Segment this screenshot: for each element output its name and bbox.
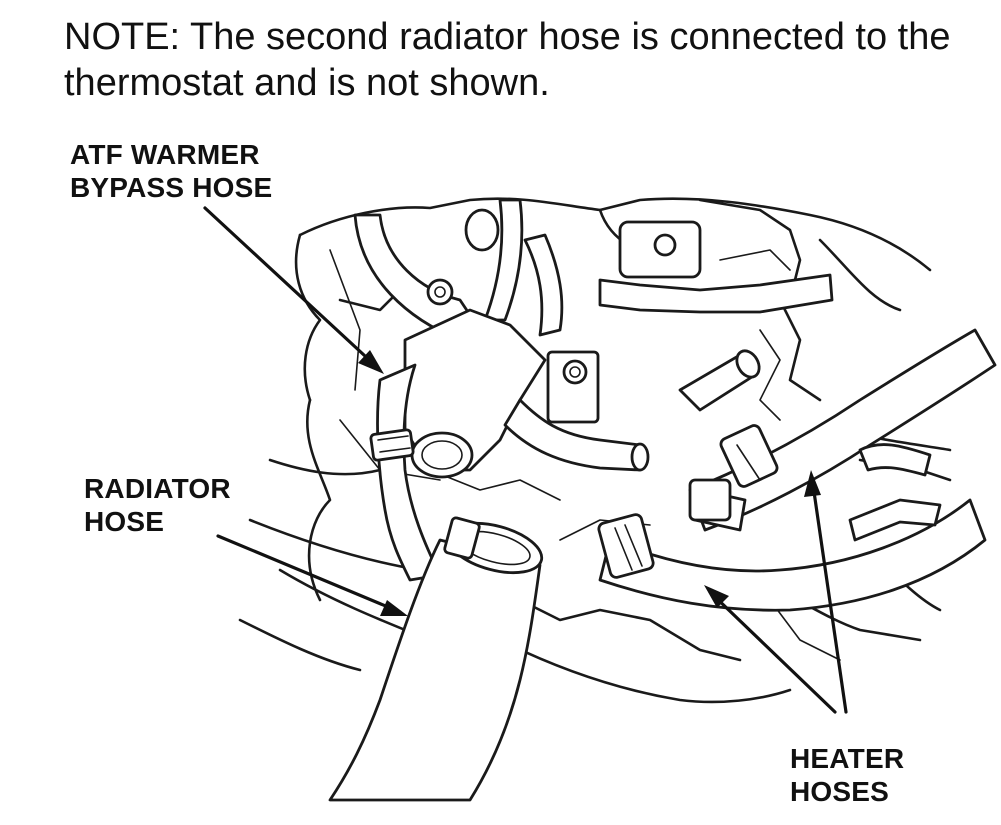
- note-text: NOTE: The second radiator hose is connec…: [64, 16, 951, 104]
- label-radiator-hose: RADIATOR HOSE: [84, 473, 231, 537]
- upper-hoses: [353, 198, 834, 342]
- thermostat-housing: [403, 278, 761, 479]
- label-heater-hoses: HEATER HOSES: [790, 743, 905, 807]
- leader-lines: [203, 206, 848, 714]
- radiator-hose-drawing: [328, 516, 544, 802]
- right-pipe: [848, 443, 942, 542]
- label-atf-warmer-bypass-hose: ATF WARMER BYPASS HOSE: [70, 139, 273, 203]
- heater-hoses-drawing: [597, 328, 997, 612]
